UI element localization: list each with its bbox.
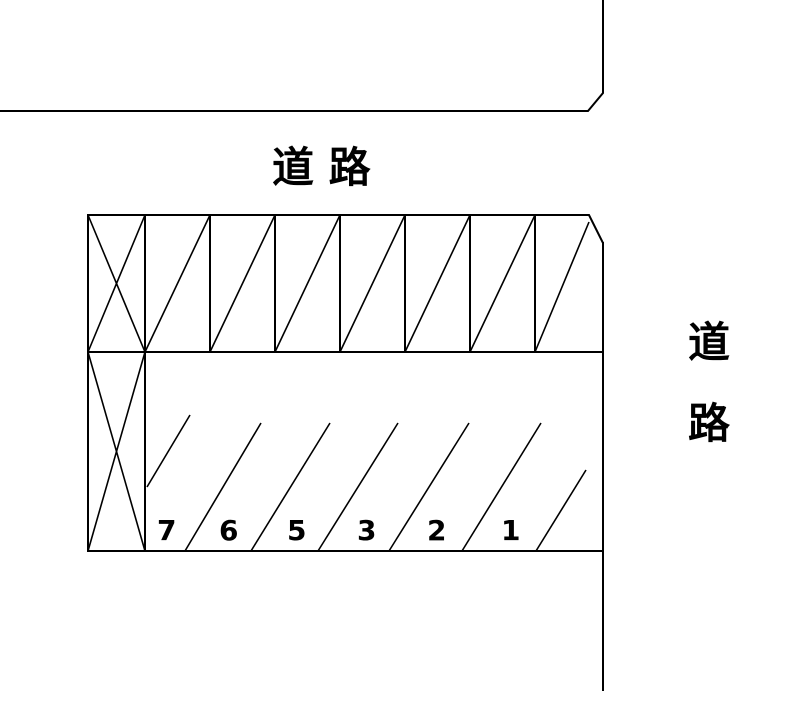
slot-number: 2	[427, 514, 446, 547]
hatched-strip-dividers	[209, 214, 536, 353]
road-label-right-1: 道	[688, 318, 730, 367]
neighbor-lot-outline	[0, 0, 604, 112]
slot-number: 6	[219, 514, 238, 547]
slot-number: 7	[157, 514, 176, 547]
left-column-cross-marks	[87, 214, 146, 552]
road-label-right-2: 路	[688, 399, 731, 448]
parking-slot-dividers	[146, 414, 587, 552]
slot-number: 3	[357, 514, 376, 547]
slot-number: 1	[501, 514, 520, 547]
parking-slot-numbers: 7 6 5 3 2 1	[157, 514, 520, 547]
lot-boundary	[87, 214, 604, 552]
hatched-strip-diagonals	[144, 214, 590, 353]
road-label-top: 道 路	[272, 143, 372, 192]
slot-number: 5	[287, 514, 306, 547]
